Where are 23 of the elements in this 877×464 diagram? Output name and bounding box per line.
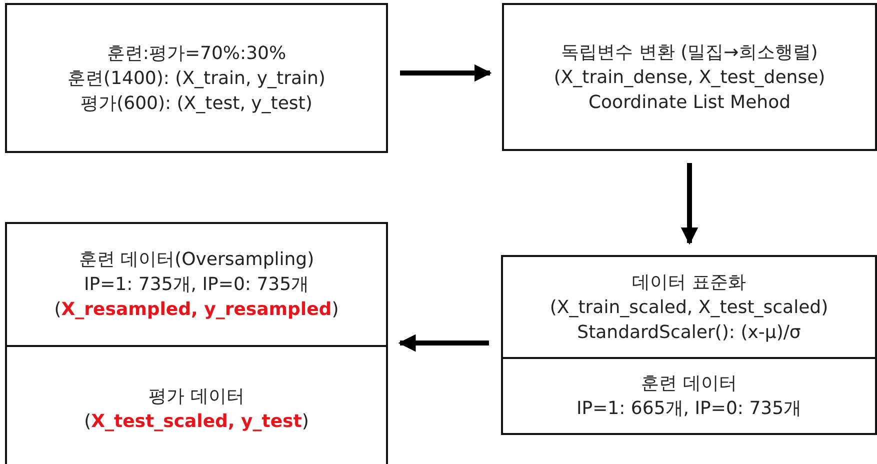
node-text: StandardScaler(): (x-μ)/σ	[577, 320, 801, 344]
process-box	[502, 3, 877, 151]
arrow	[680, 163, 698, 245]
node-text: 훈련(1400): (X_train, y_train)	[68, 66, 326, 90]
node-text: 평가 데이터	[148, 384, 244, 408]
node-text: 데이터 표준화	[632, 270, 746, 294]
node-text: 훈련 데이터(Oversampling)	[78, 248, 314, 272]
group-box	[5, 222, 388, 464]
node-text: IP=1: 735개, IP=0: 735개	[84, 273, 310, 297]
arrow	[400, 64, 492, 82]
group-box	[501, 255, 877, 435]
node-text: Coordinate List Mehod	[588, 90, 791, 114]
node-text: (X_train_scaled, X_test_scaled)	[550, 296, 828, 320]
node-text: (X_resampled, y_resampled)	[54, 298, 339, 322]
node-text: 평가(600): (X_test, y_test)	[80, 92, 312, 116]
node-text: 훈련:평가=70%:30%	[106, 42, 286, 66]
node-text: (X_test_scaled, y_test)	[84, 410, 309, 434]
arrow	[398, 334, 489, 352]
process-box	[5, 3, 388, 153]
node-text: 독립변수 변환 (밀집→희소행렬)	[561, 40, 818, 64]
node-text: IP=1: 665개, IP=0: 735개	[576, 397, 802, 421]
node-text: (X_train_dense, X_test_dense)	[554, 66, 826, 90]
node-text: 훈련 데이터	[641, 372, 737, 396]
